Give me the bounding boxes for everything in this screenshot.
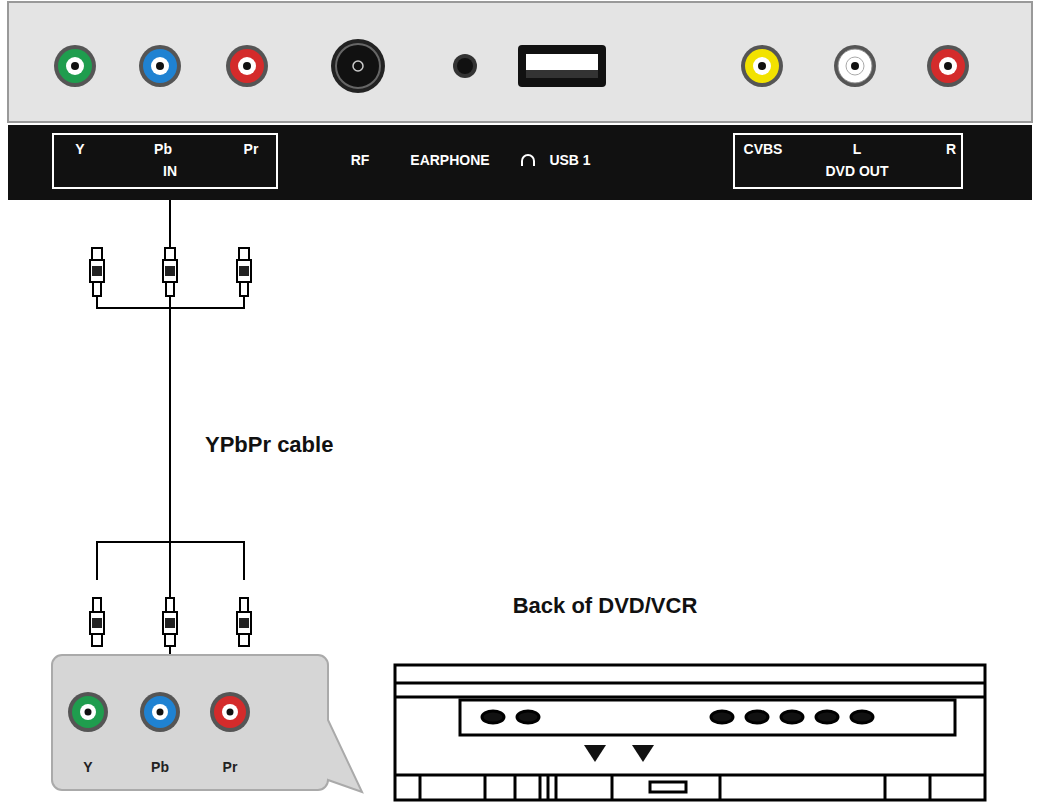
port-label: Pb [154,142,172,156]
rf-jack [331,39,385,93]
cable-label: YPbPr cable [205,434,333,456]
port-label: Pr [244,142,259,156]
ypbpr-cable [97,280,244,580]
port-group-box: Y Pb PrIN [52,133,278,189]
port-group-box: CVBS L R DVD OUT [733,133,963,189]
port-label: RF [351,153,370,167]
port-label: DVD OUT [826,164,889,178]
inset-panel: Y Pb Pr [52,655,328,790]
label-band [8,125,1032,200]
usb-port [518,45,606,87]
inset-panel [52,655,362,792]
earphone-jack [453,54,477,78]
port-label: IN [163,164,177,178]
port-label: Pb [151,760,169,774]
port-label: Y [75,142,84,156]
dvd-vcr-back [395,665,985,800]
port-label: R [946,142,956,156]
port-label: Y [83,760,92,774]
inset-jacks [68,692,250,732]
headphone-icon [522,155,534,166]
port-label: USB 1 [549,153,590,167]
port-label: L [853,142,862,156]
label-band: RF EARPHONE USB 1 Y Pb PrIN CVBS L R DVD OUT [8,125,1032,200]
tv-panel [8,2,1032,122]
port-label: EARPHONE [410,153,489,167]
port-label: Pr [223,760,238,774]
device-label: Back of DVD/VCR [513,595,698,617]
rca-jacks [54,45,969,87]
port-label: CVBS [744,142,783,156]
